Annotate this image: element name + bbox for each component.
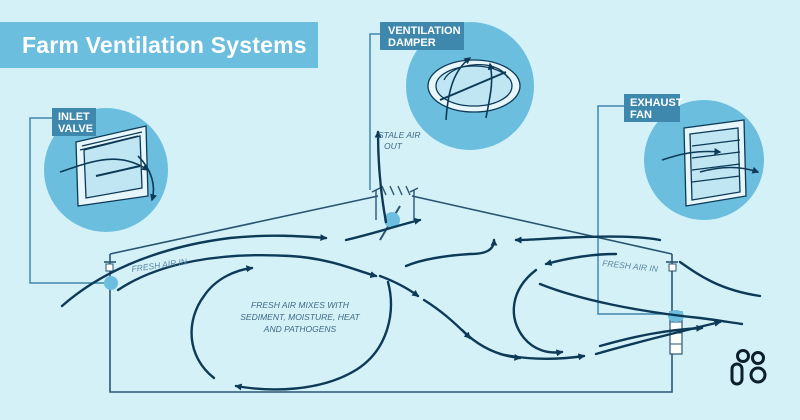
airflow-arrows	[60, 130, 762, 391]
right-vent-marker	[668, 263, 677, 272]
inlet-valve-tag: INLET VALVE	[52, 108, 96, 136]
inlet-focus-dot	[104, 276, 118, 290]
fresh-air-in-right-label: FRESH AIR IN	[602, 258, 659, 274]
svg-text:OUT: OUT	[384, 141, 403, 151]
svg-text:SEDIMENT, MOISTURE, HEAT: SEDIMENT, MOISTURE, HEAT	[240, 312, 360, 322]
svg-text:FRESH AIR MIXES WITH: FRESH AIR MIXES WITH	[251, 300, 350, 310]
stale-air-out-label: STALE AIR OUT	[378, 130, 421, 151]
svg-text:AND PATHOGENS: AND PATHOGENS	[263, 324, 337, 334]
leader-lines	[29, 33, 668, 315]
left-vent-marker	[105, 263, 114, 272]
air-mixing-note: FRESH AIR MIXES WITH SEDIMENT, MOISTURE,…	[240, 300, 360, 334]
svg-text:INLET: INLET	[58, 111, 90, 123]
exhaust-fan-icon	[661, 119, 760, 207]
brand-logo-icon	[730, 349, 767, 386]
svg-text:DAMPER: DAMPER	[388, 37, 436, 49]
inlet-valve-icon	[59, 125, 157, 207]
svg-text:FAN: FAN	[630, 109, 652, 121]
svg-text:VALVE: VALVE	[58, 123, 93, 135]
page-title: Farm Ventilation Systems	[0, 22, 318, 68]
svg-text:STALE AIR: STALE AIR	[378, 130, 421, 140]
exhaust-fan-tag: EXHAUST FAN	[624, 94, 683, 122]
svg-text:VENTILATION: VENTILATION	[388, 25, 461, 37]
svg-text:EXHAUST: EXHAUST	[630, 97, 683, 109]
damper-focus-dot	[384, 212, 400, 228]
ventilation-damper-icon	[427, 57, 521, 121]
ventilation-damper-tag: VENTILATION DAMPER	[380, 22, 464, 50]
